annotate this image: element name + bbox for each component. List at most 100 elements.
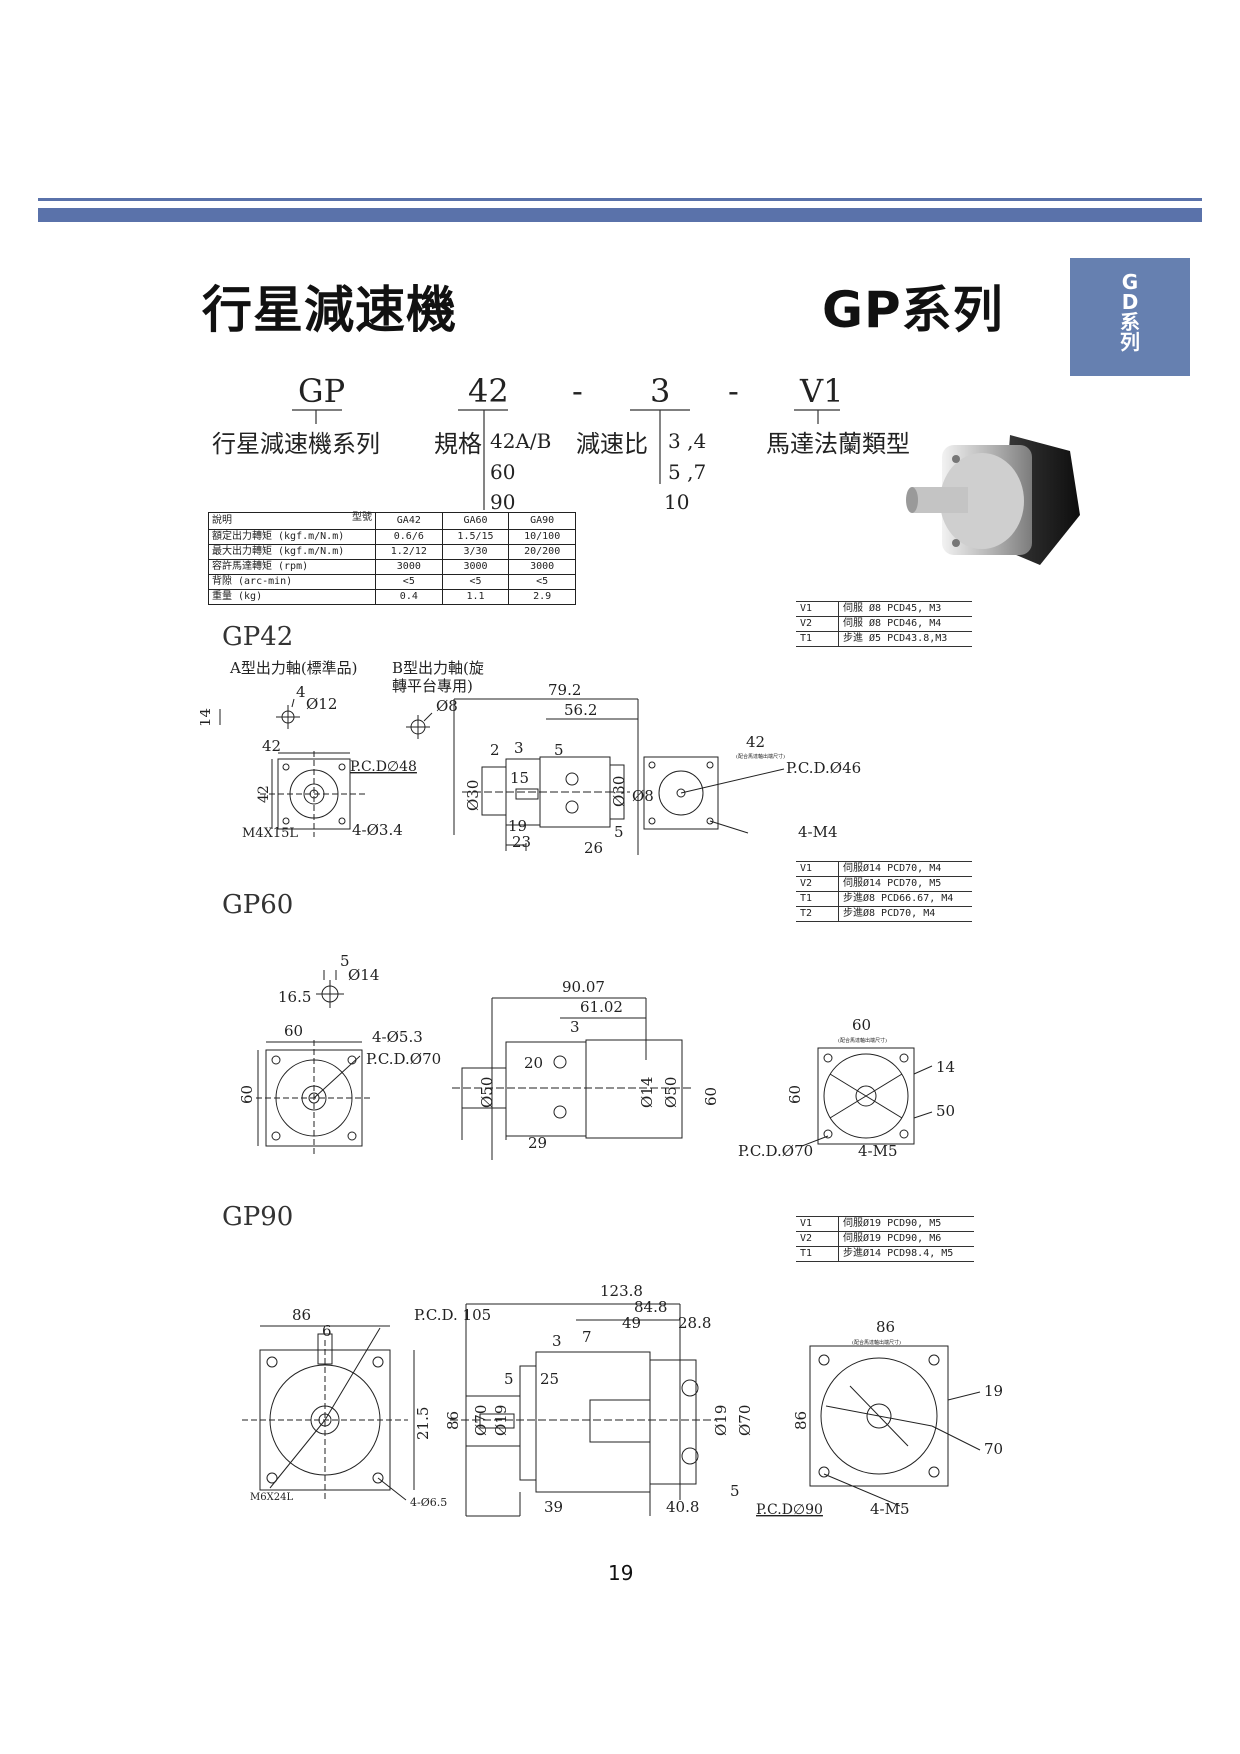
dim-label: 3	[514, 739, 524, 757]
dim-label: 4-Ø5.3	[372, 1028, 423, 1046]
ratio-option: 5 ,7	[668, 460, 707, 484]
dim-label: 21.5	[414, 1407, 432, 1440]
dim-label: 5	[340, 952, 350, 970]
dim-label: 4	[296, 683, 306, 701]
dim-label: P.C.D. 105	[414, 1306, 491, 1324]
dim-label: 7	[582, 1328, 592, 1346]
dim-label: 3	[570, 1018, 580, 1036]
dim-label: 14	[200, 708, 214, 727]
cell: 2.9	[508, 589, 576, 605]
dim-label: 60	[852, 1016, 871, 1034]
dim-label: Ø14	[638, 1077, 656, 1108]
dim-label: 轉平台專用)	[392, 677, 473, 695]
cell: 1.1	[441, 589, 510, 605]
spec-table: 說明 型號 GA42 GA60 GA90 額定出力轉矩 (kgf.m/N.m) …	[208, 512, 576, 605]
column-header: GA90	[508, 512, 576, 530]
section-title-gp42: GP42	[222, 622, 294, 652]
dim-label: 79.2	[548, 681, 581, 699]
code-dash: -	[572, 372, 583, 410]
dim-label: Ø14	[348, 966, 379, 984]
dim-label: 86	[292, 1306, 311, 1324]
table-row: 容許馬達轉矩 (rpm) 3000 3000 3000	[208, 559, 576, 575]
dim-label: 19	[984, 1382, 1003, 1400]
dim-label: 49	[622, 1314, 641, 1332]
dim-label: 29	[528, 1134, 547, 1152]
dim-label: 60	[702, 1087, 720, 1106]
dim-label: M6X24L	[250, 1492, 293, 1503]
row-label: 背隙 (arc-min)	[208, 574, 376, 590]
dim-label: P.C.D∅48	[350, 759, 417, 775]
dim-label: 19	[508, 817, 527, 835]
dim-label: 15	[510, 769, 529, 787]
cell: <5	[508, 574, 576, 590]
gp42-drawings: A型出力軸(標準品) B型出力軸(旋 轉平台專用) 4 Ø12 14 Ø8 42…	[200, 659, 861, 857]
flange-desc: 伺服 Ø8 PCD45, M3	[838, 601, 972, 617]
dim-label: 5	[504, 1370, 514, 1388]
dim-label: 4-M5	[870, 1500, 910, 1518]
dim-note: (配合馬達軸出端尺寸)	[736, 753, 785, 760]
spec-option: 42A/B	[490, 429, 552, 453]
flange-code: T2	[796, 906, 839, 922]
cell: <5	[375, 574, 443, 590]
dim-label: Ø50	[662, 1077, 680, 1108]
dim-label: P.C.D.Ø70	[366, 1050, 441, 1068]
side-tab-char: 系	[1120, 310, 1140, 334]
table-row: 額定出力轉矩 (kgf.m/N.m) 0.6/6 1.5/15 10/100	[208, 529, 576, 545]
dim-label: 23	[512, 833, 531, 851]
dim-label: Ø50	[478, 1077, 496, 1108]
dim-label: 60	[238, 1085, 256, 1104]
dim-label: 4-Ø3.4	[352, 821, 403, 839]
dim-label: 14	[936, 1058, 955, 1076]
dim-label: 86	[876, 1318, 895, 1336]
cell: 1.5/15	[441, 529, 510, 545]
dim-label: 84.8	[634, 1298, 667, 1316]
code-part-size: 42	[468, 372, 509, 410]
flange-desc: 伺服 Ø8 PCD46, M4	[838, 616, 972, 632]
cell: 3000	[441, 559, 510, 575]
section-title-gp90: GP90	[222, 1202, 294, 1232]
corner-top-label: 型號	[352, 512, 372, 523]
header-rule-thick	[38, 208, 1202, 222]
table-row: 重量 (kg) 0.4 1.1 2.9	[208, 589, 576, 605]
code-part-series: GP	[298, 372, 346, 410]
code-dash: -	[728, 372, 739, 410]
dim-label: 50	[936, 1102, 955, 1120]
dim-label: 6	[322, 1322, 332, 1340]
cell: 1.2/12	[375, 544, 443, 560]
table-corner-cell: 說明 型號	[208, 512, 376, 530]
label-series: 行星減速機系列	[212, 430, 380, 458]
dim-label: B型出力軸(旋	[392, 659, 484, 677]
spec-option: 60	[490, 460, 516, 484]
dim-label: 2	[490, 741, 500, 759]
dim-label: Ø8	[436, 697, 458, 715]
dim-label: 25	[540, 1370, 559, 1388]
corner-bottom-label: 說明	[212, 515, 232, 526]
dim-label: 39	[544, 1498, 563, 1516]
table-row: 背隙 (arc-min) <5 <5 <5	[208, 574, 576, 590]
dim-label: 5	[730, 1482, 740, 1500]
dim-label: 86	[792, 1411, 810, 1430]
cell: 3/30	[441, 544, 510, 560]
cell: 0.6/6	[375, 529, 443, 545]
dim-label: 4-M5	[858, 1142, 898, 1160]
dim-label: 28.8	[678, 1314, 711, 1332]
dim-label: 20	[524, 1054, 543, 1072]
section-title-gp60: GP60	[222, 890, 294, 920]
row-label: 最大出力轉矩 (kgf.m/N.m)	[208, 544, 376, 560]
dim-label: Ø30	[610, 776, 628, 807]
flange-code: V2	[796, 876, 839, 892]
flange-code: V2	[796, 616, 839, 632]
dim-label: 60	[786, 1085, 804, 1104]
page-number: 19	[608, 1561, 634, 1585]
dim-label: Ø30	[464, 780, 482, 811]
gp90-drawings: 86 6 P.C.D. 105 21.5 86 M6X24L 4-Ø6.5 12…	[242, 1282, 1003, 1518]
product-photo	[906, 435, 1080, 565]
